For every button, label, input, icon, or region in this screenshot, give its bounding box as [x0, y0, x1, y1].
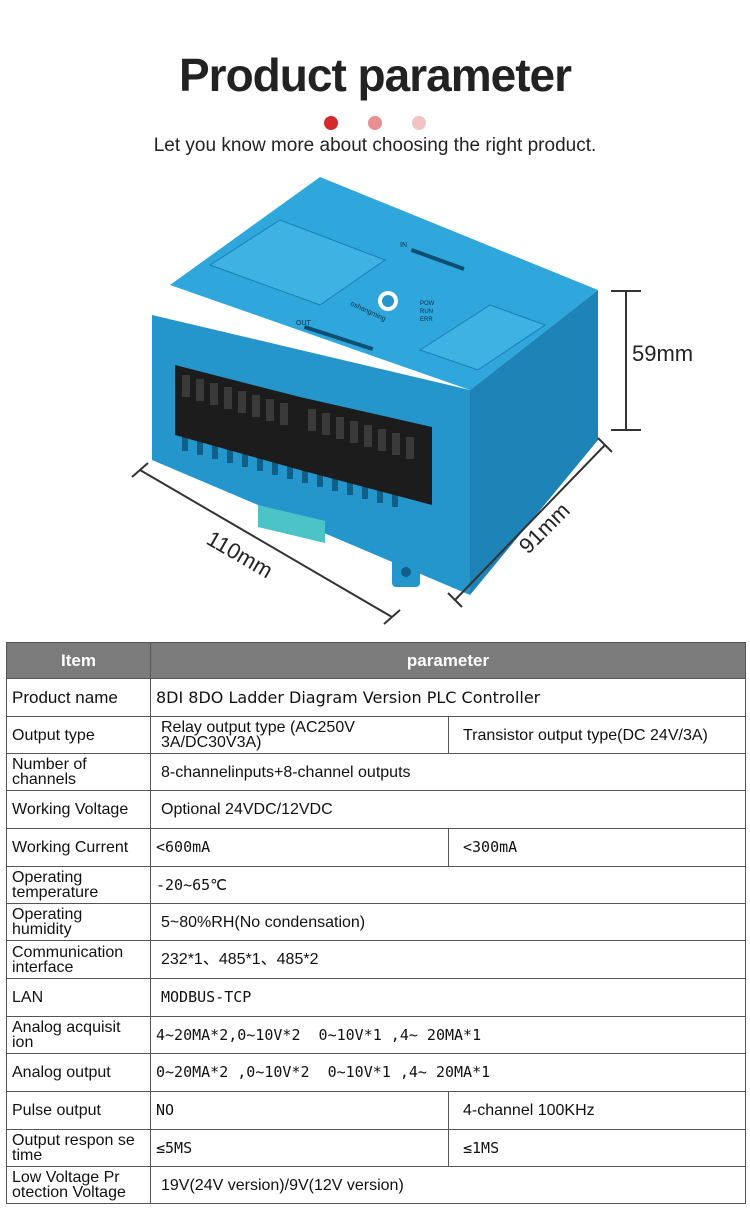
- length-dimension: [131, 462, 401, 625]
- depth-dimension: [447, 437, 613, 608]
- row-value: NO: [150, 1091, 449, 1130]
- table-row: Pulse output NO 4-channel 100KHz: [6, 1091, 746, 1130]
- parameter-table: Item parameter Product name 8DI 8DO Ladd…: [6, 642, 746, 1204]
- row-label: Communication interface: [6, 940, 151, 979]
- page-subtitle: Let you know more about choosing the rig…: [153, 135, 597, 156]
- svg-text:OUT: OUT: [296, 320, 312, 327]
- row-label: Output respon se time: [6, 1129, 151, 1167]
- table-row: Product name 8DI 8DO Ladder Diagram Vers…: [6, 678, 746, 717]
- row-value: 232*1、485*1、485*2: [150, 940, 746, 979]
- row-value: Optional 24VDC/12VDC: [150, 790, 746, 829]
- row-value: 0~20MA*2 ,0~10V*2 0~10V*1 ,4~ 20MA*1: [150, 1053, 746, 1092]
- dot-2: [368, 116, 382, 130]
- row-label: Number of channels: [6, 753, 151, 791]
- table-row: Analog acquisit ion 4~20MA*2,0~10V*2 0~1…: [6, 1016, 746, 1054]
- row-value: 8-channelinputs+8-channel outputs: [150, 753, 746, 791]
- table-row: Working Voltage Optional 24VDC/12VDC: [6, 790, 746, 829]
- row-label: Output type: [6, 716, 151, 754]
- row-label: Low Voltage Pr otection Voltage: [6, 1166, 151, 1204]
- table-row: Output respon se time ≤5MS ≤1MS: [6, 1129, 746, 1167]
- row-label: Operating humidity: [6, 903, 151, 941]
- row-label: Analog output: [6, 1053, 151, 1092]
- product-image: oshangming OUT IN POW RUN ERR 59mm 110mm…: [131, 177, 693, 625]
- height-dimension-label: 59mm: [632, 341, 693, 366]
- row-value-2: 4-channel 100KHz: [448, 1091, 746, 1130]
- row-value: 8DI 8DO Ladder Diagram Version PLC Contr…: [150, 678, 746, 717]
- row-value: MODBUS-TCP: [150, 978, 746, 1017]
- row-label: LAN: [6, 978, 151, 1017]
- dot-1: [324, 116, 338, 130]
- table-header-row: Item parameter: [6, 642, 746, 679]
- row-label: Operating temperature: [6, 866, 151, 904]
- row-value: 19V(24V version)/9V(12V version): [150, 1166, 746, 1204]
- row-value: ≤5MS: [150, 1129, 449, 1167]
- table-row: Operating temperature -20~65℃: [6, 866, 746, 904]
- row-value: 4~20MA*2,0~10V*2 0~10V*1 ,4~ 20MA*1: [150, 1016, 746, 1054]
- plc-module: oshangming OUT IN POW RUN ERR: [152, 177, 598, 595]
- table-row: Operating humidity 5~80%RH(No condensati…: [6, 903, 746, 941]
- row-value: -20~65℃: [150, 866, 746, 904]
- svg-text:IN: IN: [400, 242, 407, 249]
- table-row: Communication interface 232*1、485*1、485*…: [6, 940, 746, 979]
- row-label: Working Voltage: [6, 790, 151, 829]
- row-value-2: Transistor output type(DC 24V/3A): [448, 716, 746, 754]
- table-row: Analog output 0~20MA*2 ,0~10V*2 0~10V*1 …: [6, 1053, 746, 1092]
- table-row: Working Current <600mA <300mA: [6, 828, 746, 867]
- dot-3: [412, 116, 426, 130]
- row-label: Working Current: [6, 828, 151, 867]
- svg-text:ERR: ERR: [420, 317, 433, 323]
- height-dimension: [611, 290, 641, 431]
- svg-text:RUN: RUN: [420, 309, 433, 315]
- svg-text:POW: POW: [420, 301, 435, 307]
- table-row: Number of channels 8-channelinputs+8-cha…: [6, 753, 746, 791]
- row-value: 5~80%RH(No condensation): [150, 903, 746, 941]
- table-row: LAN MODBUS-TCP: [6, 978, 746, 1017]
- header-parameter: parameter: [150, 642, 746, 679]
- row-label: Analog acquisit ion: [6, 1016, 151, 1054]
- row-label: Product name: [6, 678, 151, 717]
- row-value-2: ≤1MS: [448, 1129, 746, 1167]
- table-row: Output type Relay output type (AC250V 3A…: [6, 716, 746, 754]
- row-label: Pulse output: [6, 1091, 151, 1130]
- page-title: Product parameter: [178, 49, 572, 101]
- header-item: Item: [6, 642, 151, 679]
- row-value: Relay output type (AC250V 3A/DC30V3A): [150, 716, 449, 754]
- row-value-2: <300mA: [448, 828, 746, 867]
- table-row: Low Voltage Pr otection Voltage 19V(24V …: [6, 1166, 746, 1204]
- decorative-dots: [0, 116, 750, 130]
- length-dimension-label: 110mm: [203, 526, 278, 584]
- row-value: <600mA: [150, 828, 449, 867]
